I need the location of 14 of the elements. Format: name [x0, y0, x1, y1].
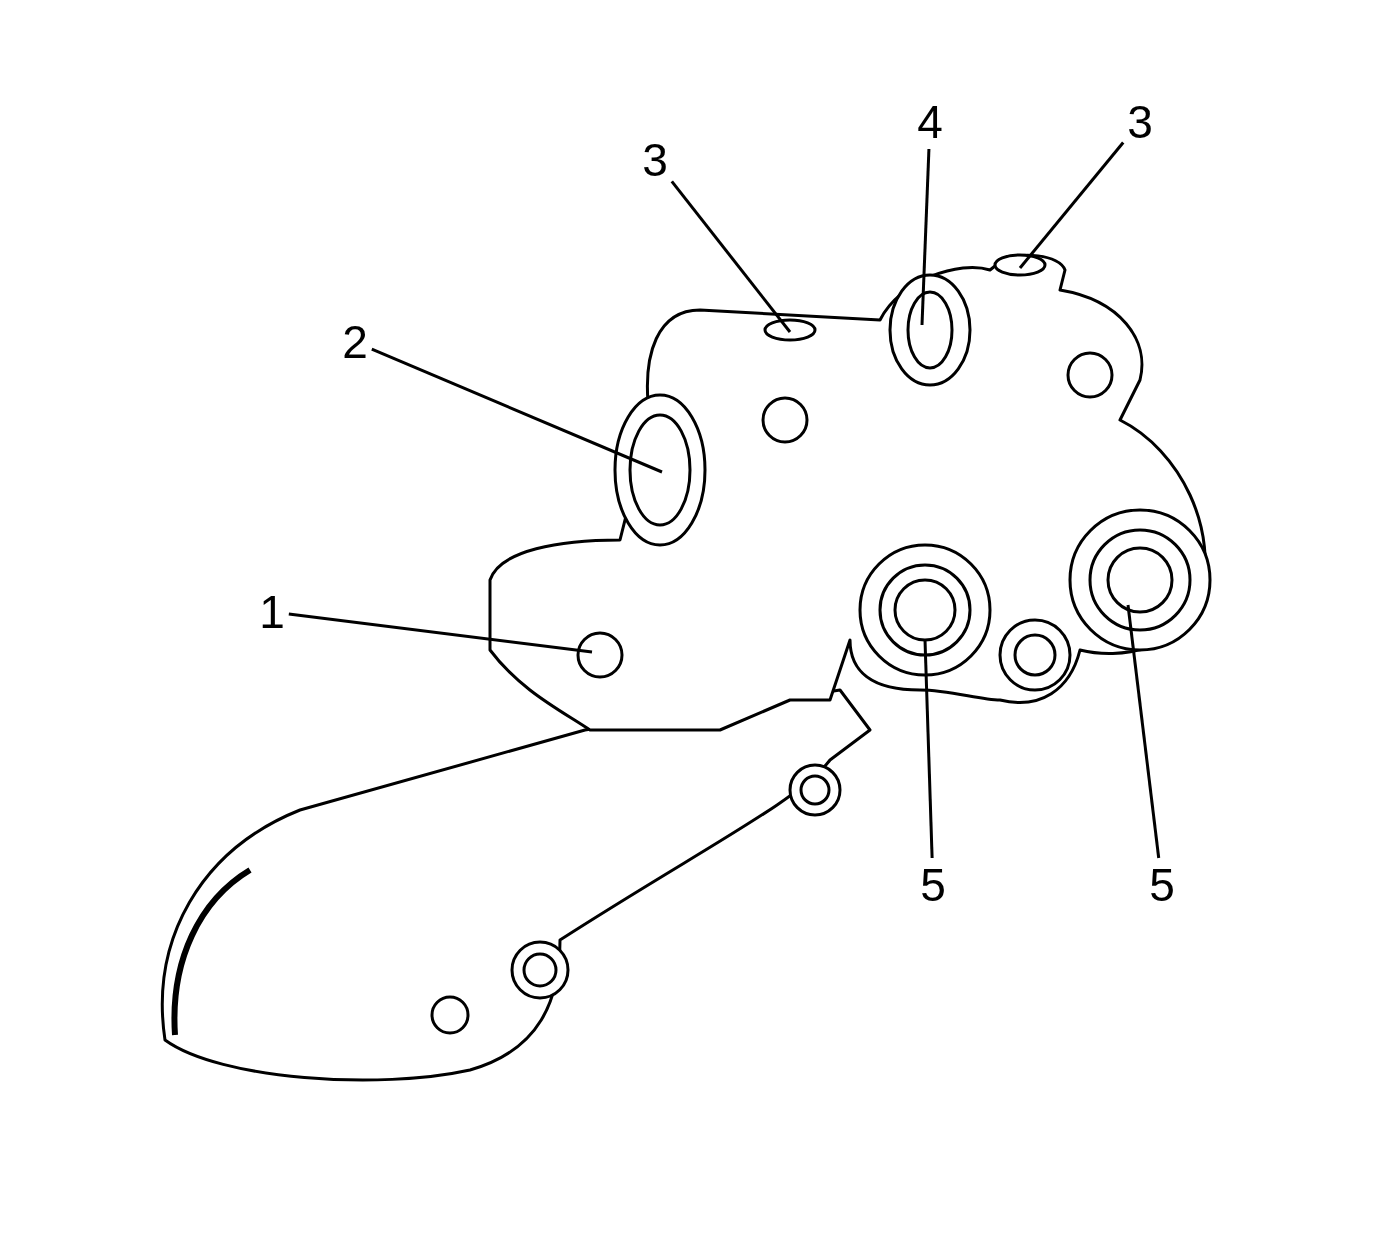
callout-number: 4 — [917, 99, 943, 145]
leader-line — [670, 180, 792, 333]
leader-line — [371, 347, 663, 474]
callout-number: 3 — [642, 137, 668, 183]
leader-line — [1018, 141, 1125, 269]
callout-number: 2 — [342, 319, 368, 365]
callout-number: 3 — [1127, 99, 1153, 145]
leader-line — [1126, 604, 1161, 859]
leader-line — [923, 639, 934, 859]
callout-number: 5 — [920, 862, 946, 908]
callout-number: 1 — [259, 589, 285, 635]
callout-number: 5 — [1149, 862, 1175, 908]
leader-line — [288, 612, 593, 654]
leader-line — [920, 148, 931, 326]
